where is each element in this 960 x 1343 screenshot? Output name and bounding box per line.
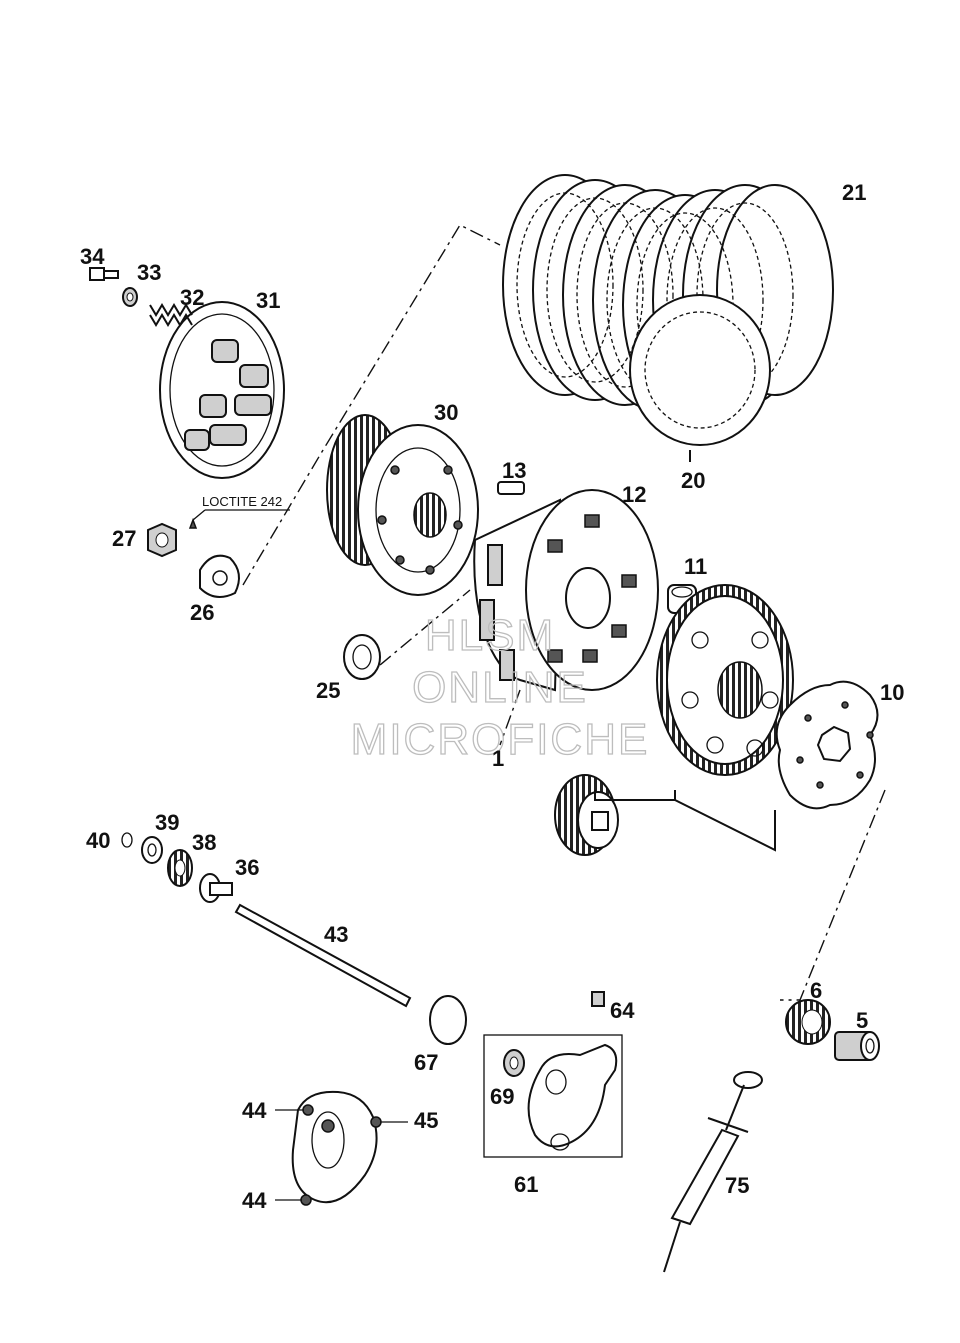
- circlip: [121, 832, 133, 848]
- push-rod: [234, 903, 412, 1008]
- label-5: 5: [856, 1008, 868, 1033]
- spring: [149, 303, 193, 327]
- label-67: 67: [414, 1050, 438, 1075]
- label-6: 6: [810, 978, 822, 1003]
- label-31: 31: [256, 288, 280, 313]
- bolt: [89, 267, 119, 281]
- label-13: 13: [502, 458, 526, 483]
- label-44-bottom: 44: [242, 1188, 267, 1213]
- watermark: HLSM ONLINE MICROFICHE: [350, 610, 650, 764]
- small-gear: [554, 774, 619, 856]
- pin: [497, 481, 525, 495]
- watermark-line-2: ONLINE: [412, 663, 588, 712]
- part-labels: 34 33 32 31 30 13 12 11 21 20 27 26 25 1…: [80, 180, 904, 1213]
- clutch-cover: [291, 1090, 382, 1206]
- o-ring: [429, 995, 467, 1045]
- label-26: 26: [190, 600, 214, 625]
- label-1: 1: [492, 746, 504, 771]
- label-69: 69: [490, 1084, 514, 1109]
- inner-clutch-hub: [326, 414, 479, 596]
- pressure-plate: [159, 301, 285, 479]
- sleeve-bushing: [834, 1031, 880, 1061]
- label-33: 33: [137, 260, 161, 285]
- label-32: 32: [180, 285, 204, 310]
- lock-washer: [199, 554, 240, 598]
- needle-bearing: [167, 849, 193, 887]
- label-25: 25: [316, 678, 340, 703]
- label-45: 45: [414, 1108, 438, 1133]
- slave-cylinder: [527, 1043, 618, 1151]
- label-44-top: 44: [242, 1098, 267, 1123]
- label-75: 75: [725, 1173, 749, 1198]
- watermark-line-1: HLSM: [425, 611, 555, 660]
- label-61: 61: [514, 1172, 538, 1197]
- thrust-washer: [343, 634, 381, 680]
- loctite-note: LOCTITE 242: [202, 494, 282, 509]
- label-40: 40: [86, 828, 110, 853]
- label-20: 20: [681, 468, 705, 493]
- label-38: 38: [192, 830, 216, 855]
- label-64: 64: [610, 998, 635, 1023]
- clutch-disc-stack: [502, 174, 834, 462]
- label-43: 43: [324, 922, 348, 947]
- label-27: 27: [112, 526, 136, 551]
- label-36: 36: [235, 855, 259, 880]
- primary-gear: [656, 584, 794, 776]
- label-21: 21: [842, 180, 866, 205]
- label-12: 12: [622, 482, 646, 507]
- clutch-basket: [473, 489, 659, 692]
- push-piece: [199, 873, 233, 903]
- syringe: [663, 1071, 763, 1273]
- washer: [122, 287, 138, 307]
- watermark-line-3: MICROFICHE: [351, 715, 650, 764]
- label-39: 39: [155, 810, 179, 835]
- bleed-screw: [591, 991, 605, 1007]
- thrust-washer-small: [141, 836, 163, 864]
- label-10: 10: [880, 680, 904, 705]
- piston: [503, 1049, 525, 1077]
- needle-cage: [785, 999, 831, 1045]
- damper-plate: [775, 680, 879, 810]
- label-34: 34: [80, 244, 105, 269]
- nut: [147, 522, 177, 558]
- label-30: 30: [434, 400, 458, 425]
- label-11: 11: [684, 554, 707, 579]
